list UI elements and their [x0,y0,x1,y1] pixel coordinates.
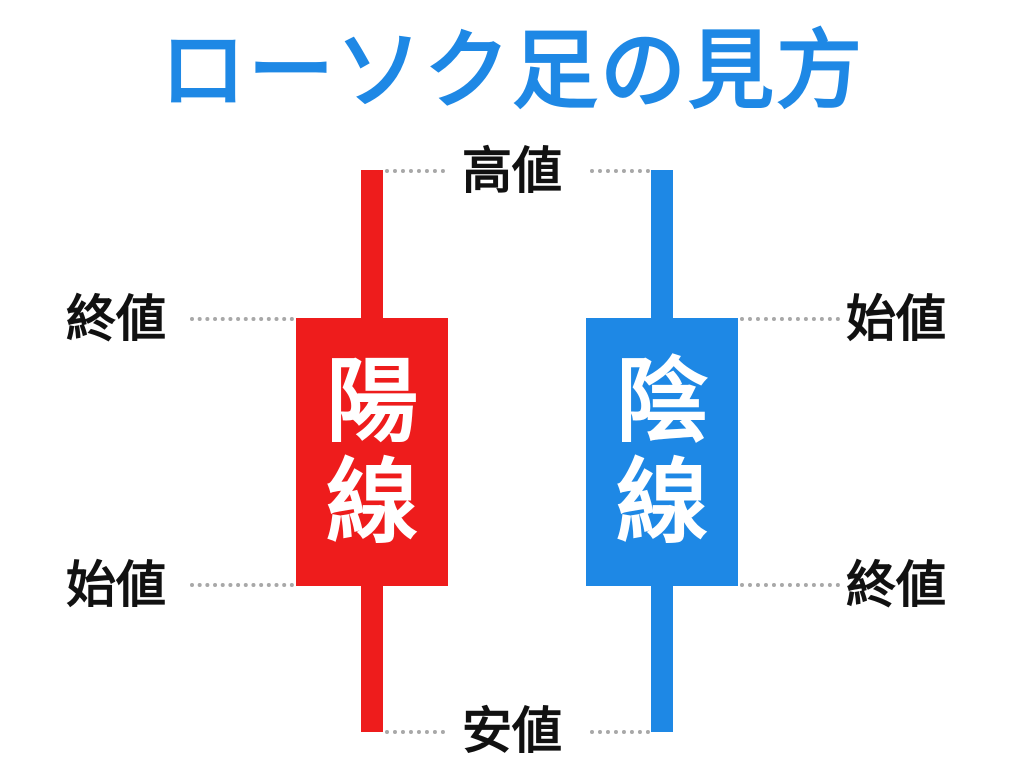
yin-close-label: 終値 [846,555,946,614]
yin-upper-wick [651,170,673,320]
yin-label-line1: 陰 [615,346,708,455]
yin-lower-wick [651,584,673,732]
yin-label-line2: 線 [615,448,708,556]
yang-close-label: 終値 [66,289,166,348]
yang-candle-body: 陽 線 [296,318,448,586]
yang-open-line [190,583,294,587]
high-line-right [590,169,650,173]
low-line-right [590,730,650,734]
yang-upper-wick [361,170,383,320]
yang-label-line2: 線 [325,448,418,556]
low-label: 安値 [462,701,562,760]
high-line-left [385,169,445,173]
yin-open-line [740,317,840,321]
low-line-left [385,730,445,734]
yang-label-line1: 陽 [325,346,418,455]
yin-candle-body: 陰 線 [586,318,738,586]
yin-close-line [740,583,840,587]
yang-lower-wick [361,584,383,732]
yang-open-label: 始値 [66,555,166,614]
page-title: ローソク足の見方 [160,20,864,121]
high-label: 高値 [462,141,562,200]
yin-open-label: 始値 [846,289,946,348]
yang-close-line [190,317,294,321]
